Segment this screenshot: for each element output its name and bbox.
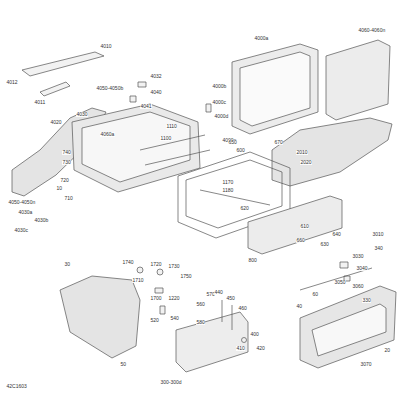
cargo-box [72, 104, 200, 192]
callout-number: 4000a [254, 36, 269, 41]
cargo-floor [82, 112, 190, 182]
callout-number: 1170 [222, 180, 234, 185]
callout-number: 800 [248, 258, 257, 263]
callout-number: 2020 [300, 160, 312, 165]
callout-number: 40 [296, 304, 303, 309]
nut [242, 338, 247, 343]
callout-number: 600 [236, 148, 245, 153]
callout-number: 720 [60, 178, 69, 183]
callout-number: 4000b [212, 84, 227, 89]
callout-number: 4050-4050n [8, 200, 36, 205]
callout-number: 1740 [122, 260, 134, 265]
tailgate [300, 286, 396, 368]
callout-number: 1720 [150, 262, 162, 267]
callout-number: 330 [362, 298, 371, 303]
callout-number: 620 [240, 206, 249, 211]
callout-number: 630 [320, 242, 329, 247]
callout-number: 3010 [372, 232, 384, 237]
callout-number: 580 [196, 320, 205, 325]
cross-bar [22, 52, 104, 76]
bolt [222, 300, 223, 322]
callout-number: 410 [236, 346, 245, 351]
divider-panel [232, 44, 318, 134]
callout-number: 1730 [168, 264, 180, 269]
callout-number: 730 [62, 160, 71, 165]
callout-number: 50 [120, 362, 127, 367]
callout-number: 3050 [334, 280, 346, 285]
bushing [157, 269, 163, 275]
callout-number: 300-300d [160, 380, 182, 385]
callout-number: 4012 [6, 80, 18, 85]
callout-number: 660 [296, 238, 305, 243]
callout-number: 3070 [360, 362, 372, 367]
callout-number: 450 [226, 296, 235, 301]
callout-number: 4060-4060n [358, 28, 386, 33]
rod [300, 268, 372, 290]
callout-number: 1180 [222, 188, 234, 193]
callout-number: 1750 [180, 274, 192, 279]
callout-number: 420 [256, 346, 265, 351]
callout-number: 710 [64, 196, 73, 201]
panel-face [240, 52, 310, 126]
bracket [40, 82, 70, 96]
clip [206, 104, 211, 112]
callout-number: 440 [214, 290, 223, 295]
callout-number: 560 [196, 302, 205, 307]
callout-number: 1700 [150, 296, 162, 301]
latch [340, 262, 348, 268]
callout-number: 740 [62, 150, 71, 155]
callout-number: 30 [64, 262, 71, 267]
callout-number: 4040 [150, 90, 162, 95]
mat [176, 312, 248, 372]
callout-number: 2010 [296, 150, 308, 155]
callout-number: 4030b [34, 218, 49, 223]
callout-number: 3060 [352, 284, 364, 289]
rod [145, 150, 210, 165]
callout-number: 4000c [212, 100, 227, 105]
callout-number: 4030 [76, 112, 88, 117]
callout-number: 60 [312, 292, 319, 297]
callout-number: 4030c [14, 228, 29, 233]
callout-number: 4020 [50, 120, 62, 125]
callout-number: 4000d [214, 114, 229, 119]
callout-number: 4010 [100, 44, 112, 49]
callout-number: 20 [384, 348, 391, 353]
rod [140, 135, 205, 150]
bushing [137, 267, 143, 273]
callout-number: 340 [374, 246, 383, 251]
side-rail [60, 276, 140, 358]
bolt [232, 305, 233, 330]
callout-number: 4030a [18, 210, 33, 215]
callout-number: 670 [274, 140, 283, 145]
callout-number: 400 [250, 332, 259, 337]
callout-number: 4050-4050b [96, 86, 124, 91]
callout-number: 4041 [140, 104, 152, 109]
callout-number: 3030 [352, 254, 364, 259]
bolt [160, 306, 165, 314]
callout-number: 1100 [160, 136, 172, 141]
latch [138, 82, 146, 87]
latch [130, 96, 136, 102]
frame-bar [200, 190, 270, 205]
callout-number: 540 [170, 316, 179, 321]
callout-number: 650 [228, 140, 237, 145]
tailgate-inner [248, 196, 342, 254]
callout-number: 10 [56, 186, 63, 191]
callout-number: 1110 [166, 124, 177, 129]
callout-number: 640 [332, 232, 341, 237]
illustration-id: 42C1603 [6, 384, 27, 389]
callout-number: 4011 [34, 100, 46, 105]
callout-number: 4060a [100, 132, 115, 137]
callout-number: 1220 [168, 296, 180, 301]
tailgate-face [312, 304, 386, 356]
divider-panel [326, 40, 390, 120]
callout-number: 3040 [356, 266, 368, 271]
callout-number: 460 [238, 306, 247, 311]
callout-number: 1710 [132, 278, 144, 283]
callout-number: 520 [150, 318, 159, 323]
callout-number: 4032 [150, 74, 162, 79]
spacer [155, 288, 163, 293]
callout-number: 610 [300, 224, 309, 229]
